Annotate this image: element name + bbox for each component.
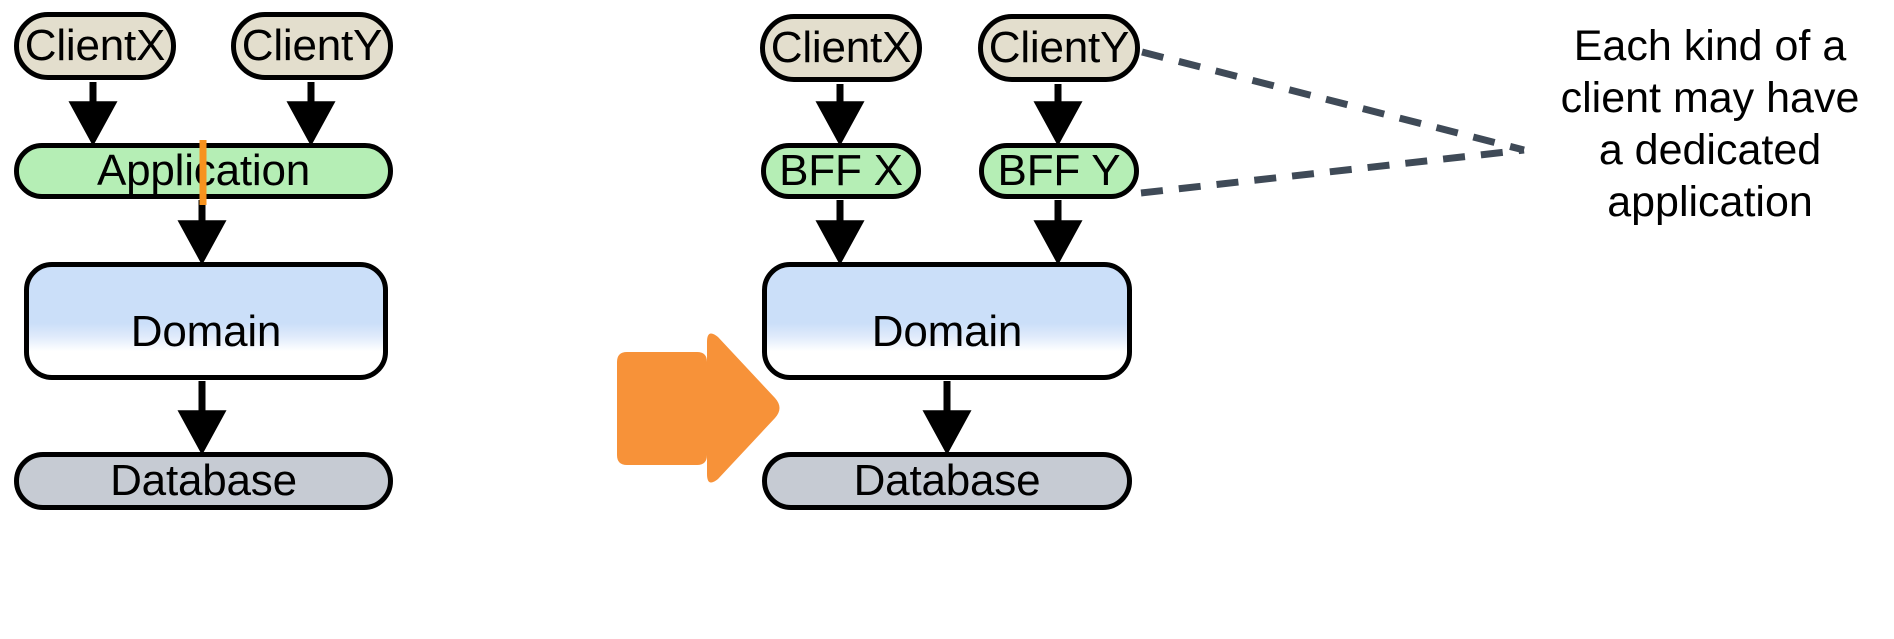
node-label: ClientY [241, 20, 383, 70]
node-client-x-after[interactable]: ClientX [760, 14, 922, 82]
node-database-after[interactable]: Database [762, 452, 1132, 510]
callout-connector-bffy [1140, 146, 1525, 197]
node-label: Application [96, 145, 311, 195]
node-label: ClientY [988, 22, 1130, 72]
node-bff-y[interactable]: BFF Y [979, 143, 1139, 199]
callout-note-text: Each kind of a client may have a dedicat… [1560, 22, 1860, 226]
node-label: Domain [871, 307, 1023, 356]
node-label: ClientX [770, 22, 912, 72]
node-label: ClientX [24, 20, 166, 70]
node-client-y-after[interactable]: ClientY [978, 14, 1140, 82]
node-domain-before[interactable]: Domain [24, 262, 388, 380]
node-application-before[interactable]: Application [14, 143, 393, 199]
node-domain-after[interactable]: Domain [762, 262, 1132, 380]
node-client-x-before[interactable]: ClientX [14, 12, 176, 80]
transform-arrow-icon [617, 333, 780, 483]
node-label: BFF Y [997, 145, 1121, 195]
callout-connector-clienty [1141, 48, 1525, 154]
node-label: Database [110, 455, 297, 505]
node-label: Database [853, 455, 1041, 505]
node-bff-x[interactable]: BFF X [761, 143, 921, 199]
node-database-before[interactable]: Database [14, 452, 393, 510]
node-label: BFF X [779, 145, 903, 195]
node-client-y-before[interactable]: ClientY [231, 12, 393, 80]
node-label: Domain [130, 307, 282, 356]
